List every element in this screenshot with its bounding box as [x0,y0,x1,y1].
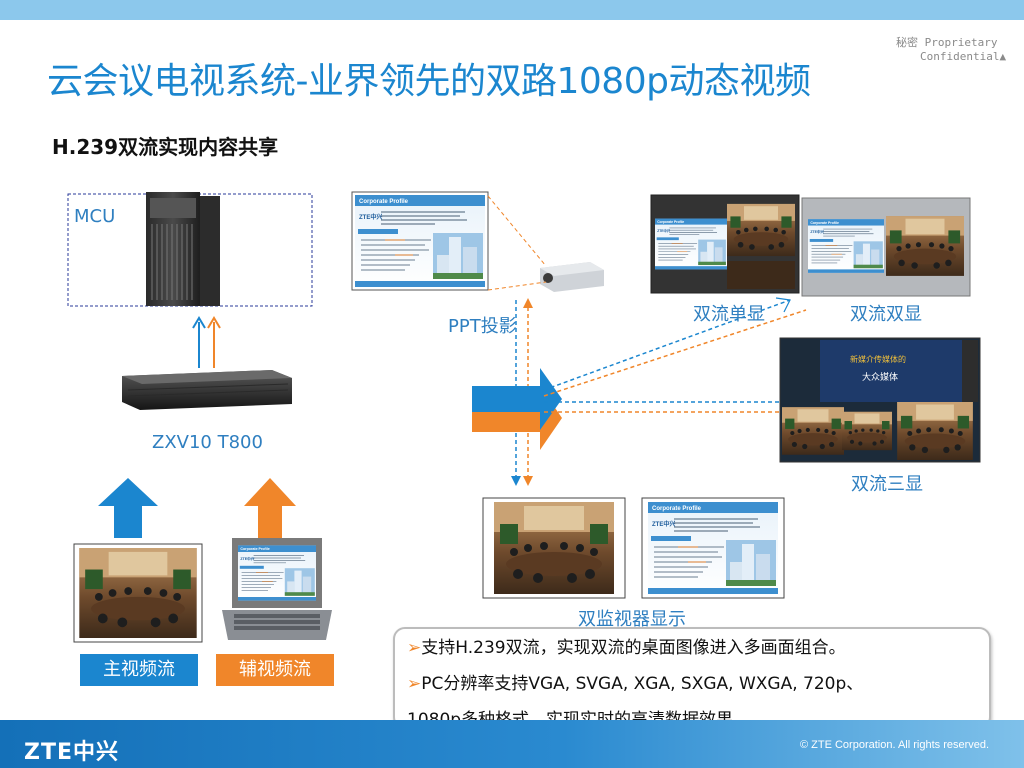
projector [540,262,604,292]
svg-text:大众媒体: 大众媒体 [862,371,898,383]
single-display-label: 双流单显 [693,304,765,325]
footer-bar [0,720,1024,768]
confidential-line1: 秘密 Proprietary [896,36,998,49]
laptop [222,538,332,640]
mcu-device [146,192,220,306]
note-text1: 支持H.239双流，实现双流的桌面图像进入多画面组合。 [421,638,846,658]
terminal-label: ZXV10 T800 [152,432,263,453]
page-title: 云会议电视系统-业界领先的双路1080p动态视频 [47,61,811,102]
center-stream-arrow [472,368,562,450]
top-bar [0,0,1024,20]
dual-monitor-right [641,497,785,599]
note-text2: PC分辨率支持VGA, SVGA, XGA, SXGA, WXGA, 720p、 [421,674,864,694]
feature-notes: ➢支持H.239双流，实现双流的桌面图像进入多画面组合。 ➢PC分辨率支持VGA… [393,627,991,730]
svg-text:新媒介传媒体的: 新媒介传媒体的 [850,354,906,364]
bullet-arrow-icon: ➢ [407,674,422,694]
dual-display-label: 双流双显 [850,304,922,325]
bullet-arrow-icon: ➢ [407,638,422,658]
main-stream-tag: 主视频流 [80,654,198,686]
aux-stream-tag: 辅视频流 [216,654,334,686]
note-line1: ➢支持H.239双流，实现双流的桌面图像进入多画面组合。 [407,633,846,658]
projected-slide [351,191,489,291]
ppt-label: PPT投影 [448,316,517,337]
aux-stream-up-arrow [244,478,296,538]
zte-logo: ZTE中兴 [24,740,119,765]
dual-monitor-left [482,497,626,599]
mcu-link-arrows [192,316,221,368]
page-subtitle: H.239双流实现内容共享 [52,135,279,159]
note-line2: ➢PC分辨率支持VGA, SVGA, XGA, SXGA, WXGA, 720p… [407,669,863,694]
mcu-label: MCU [74,206,116,227]
confidential-line2: Confidential▲ [920,50,1007,63]
dual-display [801,197,971,297]
main-camera-view [73,543,203,643]
dual-monitor-label: 双监视器显示 [578,609,686,630]
triple-display: 新媒介传媒体的 大众媒体 [779,337,981,463]
t800-terminal [122,370,292,410]
copyright: © ZTE Corporation. All rights reserved. [800,739,990,751]
confidential-mark: 秘密 Proprietary Confidential▲ [896,36,1016,64]
single-display [650,194,800,294]
triple-display-label: 双流三显 [851,474,923,495]
main-stream-up-arrow [98,478,158,538]
